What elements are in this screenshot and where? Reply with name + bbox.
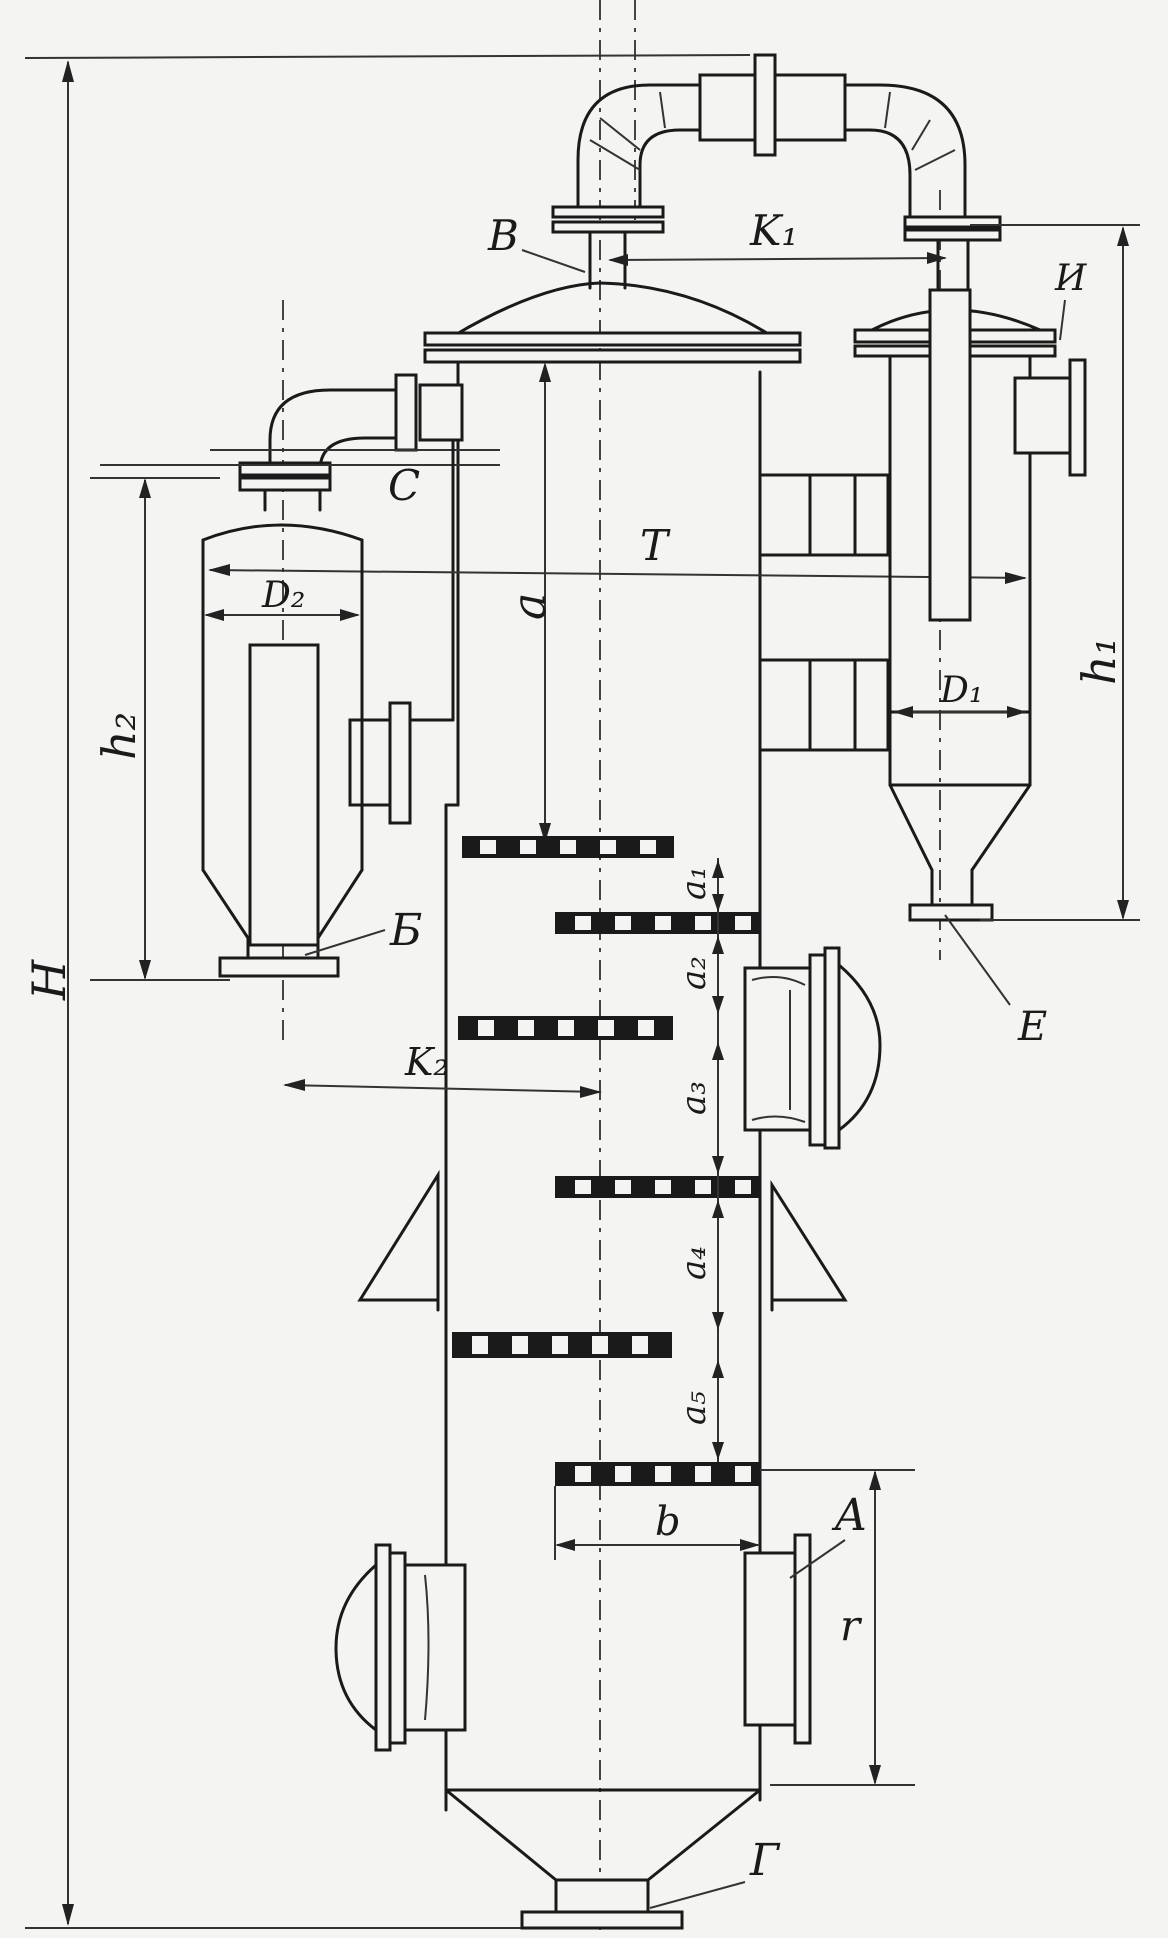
label-a3: a₃	[674, 1081, 714, 1115]
label-a5: a₅	[674, 1391, 714, 1425]
column-bottom	[444, 1788, 762, 1930]
label-c: C	[388, 461, 420, 510]
h-dim-top-ext	[24, 54, 751, 59]
tray-1	[462, 836, 674, 858]
vapour-pipe-left	[100, 373, 500, 512]
tray-2	[555, 912, 760, 934]
support-lug-left	[357, 1169, 440, 1302]
label-a1: a₁	[674, 866, 714, 900]
label-e: E	[1017, 1004, 1047, 1050]
top-transfer-pipe	[551, 53, 1002, 292]
manhole-lower-left	[334, 1543, 467, 1752]
right-condenser	[853, 288, 1087, 922]
label-b-top: B	[487, 211, 519, 260]
tray-5	[452, 1332, 672, 1358]
flange-b-lower	[551, 220, 665, 234]
label-b: b	[655, 1499, 681, 1545]
tray-6	[555, 1462, 760, 1486]
flange-b-upper	[551, 205, 665, 219]
h-arrow-top	[62, 60, 74, 82]
support-brackets	[758, 473, 890, 752]
label-r: r	[840, 1601, 863, 1650]
h-arrow-bottom	[62, 1904, 74, 1926]
nozzle-a	[743, 1533, 812, 1745]
label-h1: h₁	[1072, 637, 1126, 685]
label-b-cyr: Б	[389, 905, 422, 956]
label-a-nozzle: A	[831, 1490, 867, 1541]
label-a4: a₄	[674, 1246, 714, 1280]
label-h: H	[22, 959, 76, 1001]
support-lug-right	[770, 1179, 848, 1302]
main-column-head	[423, 281, 802, 364]
k1-dim-line	[609, 257, 946, 261]
t-dim-line	[209, 569, 1026, 579]
label-i: И	[1054, 258, 1087, 299]
label-a: a	[502, 593, 556, 620]
label-h2: h₂	[92, 712, 146, 760]
label-k1: K₁	[749, 206, 798, 255]
tray-3	[458, 1016, 673, 1040]
liquid-return-pipe	[348, 438, 455, 825]
label-g: Г	[749, 1835, 781, 1886]
label-d2: D₂	[261, 575, 305, 616]
k2-dim-line	[284, 1084, 601, 1093]
label-d1: D₁	[939, 670, 983, 711]
label-a2: a₂	[674, 956, 714, 990]
left-separator	[201, 523, 364, 978]
label-t: T	[640, 521, 671, 570]
manhole-upper-right	[743, 946, 882, 1150]
tray-4	[555, 1176, 760, 1198]
label-k2: K₂	[404, 1040, 449, 1084]
